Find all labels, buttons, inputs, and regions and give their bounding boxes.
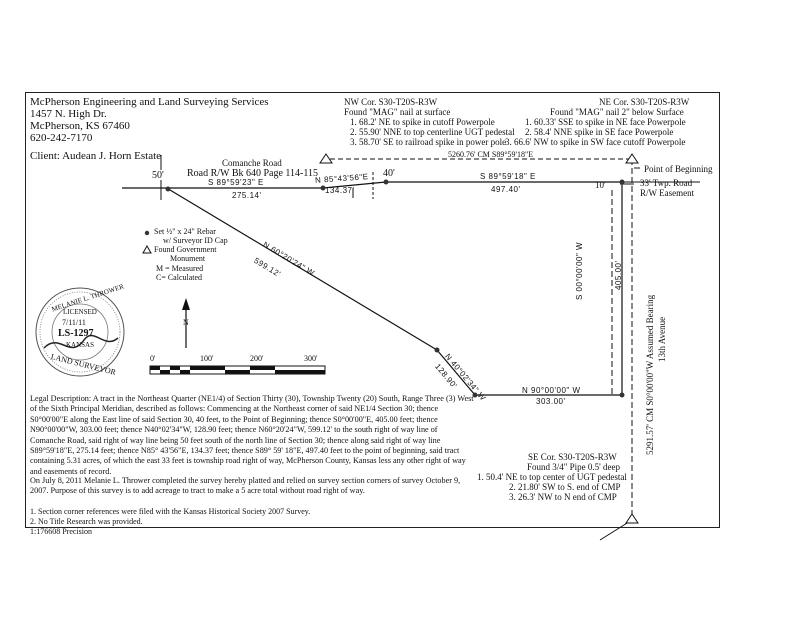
se-corner-found: Found 3/4" Pipe 0.5' deep [527,462,621,472]
easement-label-1: 33' Twp. Road [640,178,693,188]
legend-rebar-cap: w/ Surveyor ID Cap [163,236,228,245]
legend-monument-icon [142,244,152,254]
survey-statement: On July 8, 2011 Melanie L. Thrower compl… [30,476,461,496]
precision-label: 1:176608 Precision [30,527,92,536]
easement-label-2: R/W Easement [640,188,695,198]
company-address-2: McPherson, KS 67460 [30,120,130,132]
seal-state: KANSAS [66,341,95,349]
scale-label-100: 100' [200,354,214,363]
course-3-distance: 497.40' [491,185,521,194]
course-2-distance: 134.37' [325,186,355,195]
signature-icon [43,334,119,349]
course-3-bearing: S 89°59'18" E [480,172,536,181]
ne-corner-ref-1: 1. 60.33' SSE to spike in NE face Powerp… [525,117,686,127]
client-name: Client: Audean J. Horn Estate [30,150,162,162]
rebar-icon [320,185,326,191]
legend-monument: Found Government [154,245,217,254]
scale-bar [149,365,326,375]
ne-corner-title: NE Cor. S30-T20S-R3W [599,97,690,107]
ne-corner-ref-3: 3. 66.6' NW to spike in SW face cutoff P… [505,137,686,147]
seal-number: LS-1297 [58,328,94,339]
company-address-1: 1457 N. High Dr. [30,108,107,120]
legal-description: Legal Description: A tract in the Northe… [30,394,474,476]
rebar-icon [383,179,389,185]
road-width-east: 40' [383,168,395,179]
avenue-name: 13th Avenue [657,316,667,362]
rebar-icon [472,392,478,398]
scale-label-200: 200' [250,354,264,363]
seal-licensed: LICENSED [63,308,97,316]
tract-diagonal-south [436,349,476,396]
nw-corner-ref-2: 2. 55.90' NNE to top centerline UGT pede… [350,127,515,137]
legend-calculated: C= Calculated [156,273,203,282]
nw-corner-ref-1: 1. 68.2' NE to spike in cutoff Powerpole [350,117,495,127]
rebar-icon [165,186,171,192]
north-label: N [183,318,189,327]
course-4-bearing: S 00°00'00" W [575,241,584,300]
north-section-line-label: 5260.76' CM S89°59'18"E [448,150,534,159]
scale-label-300: 300' [304,354,318,363]
seal-date: 7/11/11 [62,318,86,327]
legend-monument-2: Monument [170,254,206,263]
tract-diagonal-north [169,189,438,351]
road-offset: 10' [595,180,606,190]
road-row-reference: Road R/W Bk 640 Page 114-115 [187,168,319,179]
course-5-distance: 303.00' [536,397,566,406]
north-arrow-head-icon [182,298,190,310]
company-phone: 620-242-7170 [30,132,93,144]
se-corner-monument-icon [625,513,639,524]
road-width-west: 50' [152,170,164,181]
note-2: 2. No Title Research was provided. [30,517,143,526]
scale-label-0: 0' [150,354,156,363]
se-corner-ref-1: 1. 50.4' NE to top center of UGT pedesta… [477,472,627,482]
nw-corner-ref-3: 3. 58.70' SE to railroad spike in power … [350,137,507,147]
course-1-distance: 275.14' [232,191,262,200]
se-corner-ref-2: 2. 21.80' SW to S. end of CMP [509,482,621,492]
plat-border [25,92,720,528]
se-corner-title: SE Cor. S30-T20S-R3W [528,452,617,462]
east-section-line-label: 5291.57' CM S0°00'00"W Assumed Bearing [645,294,655,455]
course-5-bearing: N 90°00'00" W [522,386,581,395]
course-1-bearing: S 89°59'23" E [208,178,264,187]
point-of-beginning-label: Point of Beginning [644,164,713,174]
ne-corner-found: Found "MAG" nail 2" below Surface [550,107,684,117]
legend-rebar-icon [144,230,150,236]
road-name: Comanche Road [222,158,282,168]
nw-corner-monument-icon [319,153,333,164]
rebar-icon [619,392,625,398]
legend-measured: M = Measured [156,264,204,273]
nw-corner-title: NW Cor. S30-T20S-R3W [344,97,438,107]
rebar-icon [619,179,625,185]
ne-corner-ref-2: 2. 58.4' NNE spike in SE face Powerpole [525,127,674,137]
legend-rebar: Set ½" x 24" Rebar [154,227,216,236]
rebar-icon [434,347,440,353]
course-4-distance: 405.00' [614,260,623,291]
note-1: 1. Section corner references were filed … [30,507,311,516]
surveyor-seal-icon [35,287,125,377]
nw-corner-found: Found "MAG" nail at surface [344,107,451,117]
company-name: McPherson Engineering and Land Surveying… [30,96,269,108]
road-row-jog [322,181,387,189]
se-corner-ref-3: 3. 26.3' NW to N end of CMP [509,492,617,502]
ne-corner-monument-icon [625,153,639,164]
